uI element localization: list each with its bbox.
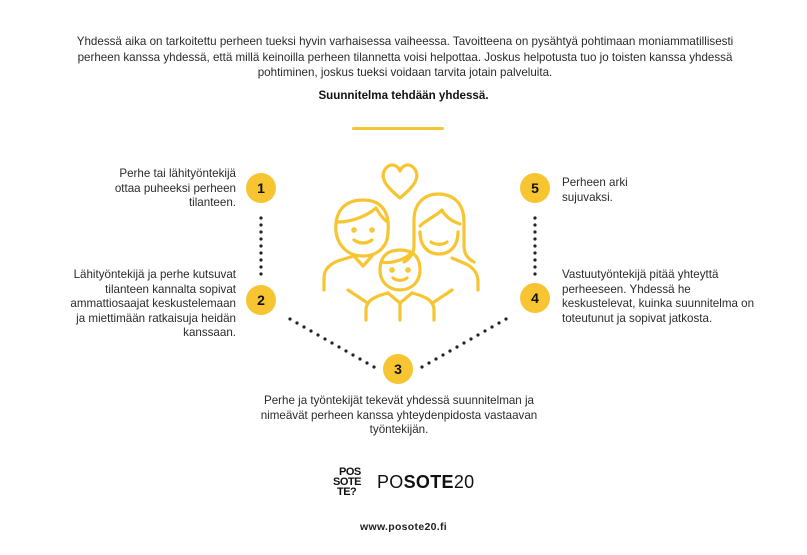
step-number-5: 5 <box>520 173 550 203</box>
intro-text: Yhdessä aika on tarkoitettu perheen tuek… <box>76 35 734 79</box>
family-icon <box>322 163 480 322</box>
step-number-3: 3 <box>383 354 413 384</box>
step-number-4: 4 <box>520 283 550 313</box>
website-url: www.posote20.fi <box>360 521 447 533</box>
posote-logo: POS SOTE TE? POSOTE20 <box>333 466 475 498</box>
logo-mark: POS SOTE TE? <box>333 466 361 498</box>
headline: Suunnitelma tehdään yhdessä. <box>318 89 489 102</box>
step-text-3: Perhe ja työntekijät tekevät yhdessä suu… <box>260 394 538 436</box>
step-text-2: Lähityöntekijä ja perhe kutsuvat tilante… <box>70 268 236 339</box>
logo-wordmark: POSOTE20 <box>377 471 475 492</box>
step-text-4: Vastuutyöntekijä pitää yhteyttä perheese… <box>562 268 755 325</box>
accent-divider <box>352 127 444 130</box>
step-text-5: Perheen arki sujuvaksi. <box>562 176 628 204</box>
step-text-1: Perhe tai lähityöntekijä ottaa puheeksi … <box>114 167 236 209</box>
step-number-1: 1 <box>246 173 276 203</box>
step-number-2: 2 <box>246 285 276 315</box>
heart-icon <box>381 163 419 200</box>
